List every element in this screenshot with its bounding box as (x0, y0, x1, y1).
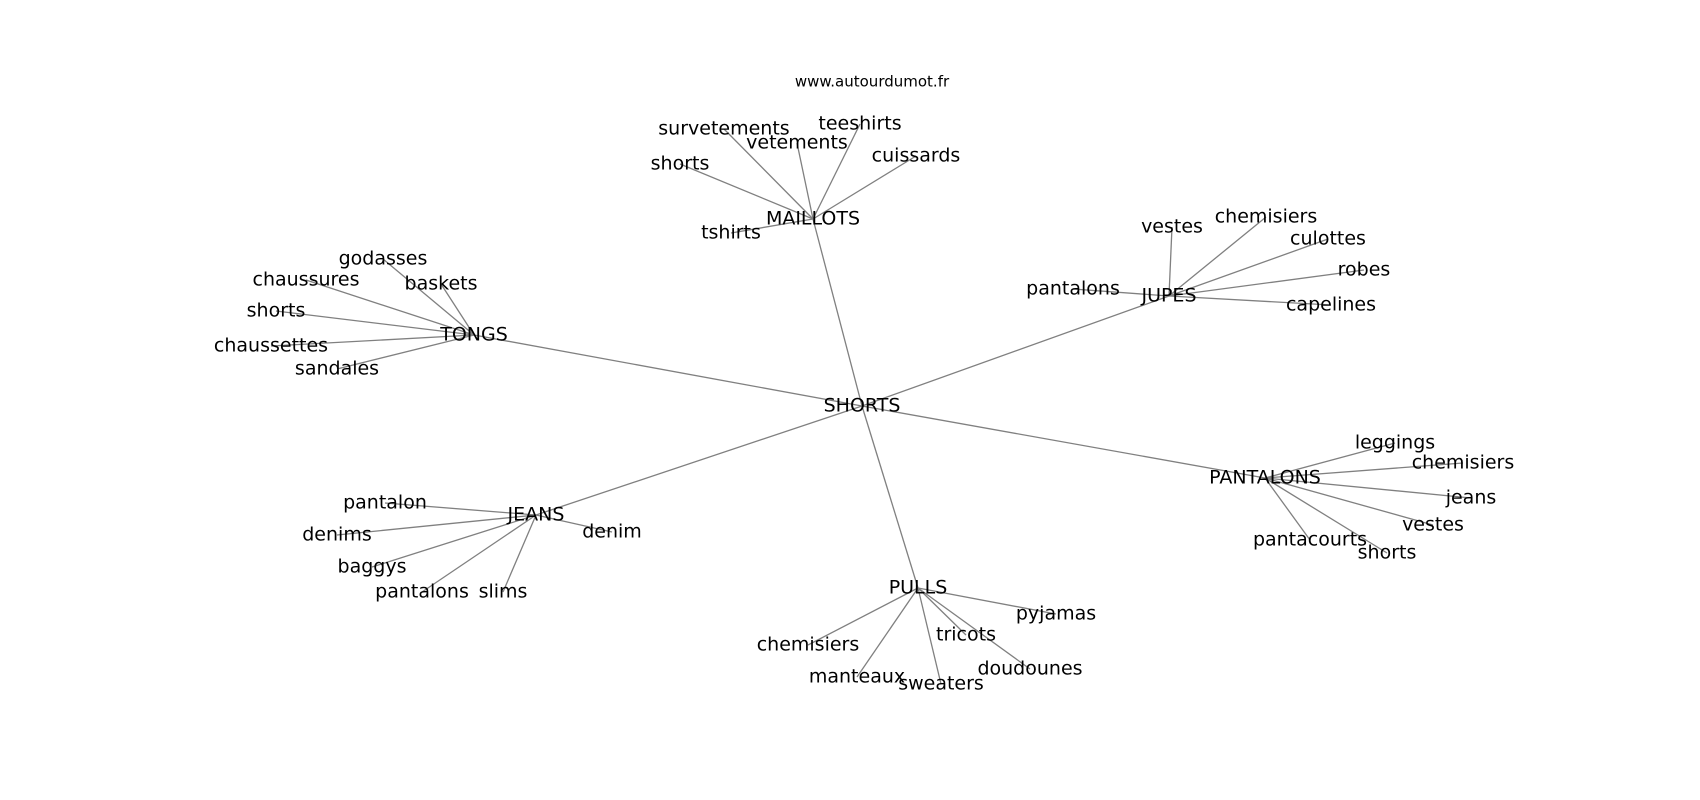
leaf-word-jeans-denims: denims (302, 524, 371, 546)
edge-pantalons-pantacourts (1264, 477, 1311, 541)
leaf-word-jeans-pantalon: pantalon (343, 492, 427, 514)
edge-pantalons-chemisiers (1264, 462, 1464, 479)
edge-pantalons-vestes (1264, 477, 1434, 526)
hub-word-pantalons: PANTALONS (1209, 467, 1321, 489)
edge-tongs-baskets (440, 283, 475, 336)
leaf-word-tongs-chaussures: chaussures (253, 269, 360, 291)
edge-pulls-manteaux (856, 587, 919, 678)
edge-pulls-sweaters (917, 587, 942, 685)
edge-jupes-culottes (1168, 238, 1329, 297)
leaf-word-jupes-pantalons: pantalons (1026, 278, 1120, 300)
edge-jupes-vestes (1168, 226, 1173, 297)
edge-center-jupes (861, 295, 1170, 407)
edge-maillots-survetements (723, 128, 814, 220)
edge-center-tongs (473, 334, 863, 407)
edge-pantalons-shorts (1264, 477, 1388, 554)
hub-word-jeans: JEANS (507, 504, 565, 526)
edge-jupes-pantalons (1072, 288, 1170, 297)
leaf-word-jupes-robes: robes (1338, 259, 1391, 281)
edge-jeans-denims (336, 514, 537, 536)
edge-maillots-vetements (796, 142, 814, 220)
leaf-word-pantalons-pantacourts: pantacourts (1253, 529, 1367, 551)
leaf-word-maillots-tshirts: tshirts (701, 222, 761, 244)
edge-jeans-denim (535, 514, 613, 533)
leaf-word-jupes-chemisiers: chemisiers (1215, 206, 1318, 228)
leaf-word-jeans-slims: slims (479, 581, 528, 603)
leaf-word-pulls-doudounes: doudounes (977, 658, 1082, 680)
edge-tongs-chaussettes (270, 334, 475, 347)
edge-pantalons-leggings (1264, 442, 1396, 479)
edge-jeans-pantalons (421, 514, 537, 593)
edge-center-maillots (812, 218, 863, 407)
leaf-word-jeans-denim: denim (582, 521, 642, 543)
edges-layer (270, 123, 1472, 685)
edge-center-pulls (861, 405, 919, 589)
edge-jupes-robes (1168, 269, 1365, 297)
edge-tongs-shorts (275, 310, 475, 336)
edge-jupes-capelines (1168, 295, 1332, 306)
hub-word-tongs: TONGS (439, 324, 508, 346)
labels-layer: www.autourdumot.fr SHORTS MAILLOTS survet… (214, 73, 1514, 695)
edge-center-jeans (535, 405, 863, 516)
leaf-word-maillots-cuissards: cuissards (872, 145, 961, 167)
leaf-word-pulls-pyjamas: pyjamas (1016, 603, 1096, 625)
leaf-word-pulls-manteaux: manteaux (809, 666, 905, 688)
edge-jeans-pantalon (384, 502, 537, 516)
hub-word-jupes: JUPES (1140, 285, 1196, 307)
leaf-word-jeans-pantalons: pantalons (375, 581, 469, 603)
edge-pulls-pyjamas (917, 587, 1057, 615)
hub-word-pulls: PULLS (889, 577, 948, 599)
leaf-word-pantalons-shorts: shorts (1358, 542, 1417, 564)
leaf-word-tongs-godasses: godasses (339, 248, 428, 270)
leaf-word-tongs-chaussettes: chaussettes (214, 335, 328, 357)
leaf-word-pantalons-vestes: vestes (1402, 514, 1464, 536)
leaf-word-pantalons-jeans: jeans (1445, 487, 1497, 509)
leaf-word-tongs-baskets: baskets (405, 273, 478, 295)
leaf-word-pantalons-chemisiers: chemisiers (1412, 452, 1515, 474)
leaf-word-pantalons-leggings: leggings (1355, 432, 1435, 454)
edge-tongs-chaussures (305, 279, 475, 336)
leaf-word-pulls-tricots: tricots (936, 624, 996, 646)
leaf-word-pulls-sweaters: sweaters (898, 673, 984, 695)
edge-maillots-tshirts (730, 218, 814, 234)
leaf-word-jupes-vestes: vestes (1141, 216, 1203, 238)
leaf-word-pulls-chemisiers: chemisiers (757, 634, 860, 656)
leaf-word-jupes-culottes: culottes (1290, 228, 1366, 250)
edge-tongs-godasses (382, 258, 475, 336)
leaf-word-maillots-vetements: vetements (746, 132, 848, 154)
leaf-word-maillots-shorts: shorts (651, 153, 710, 175)
leaf-word-jupes-capelines: capelines (1286, 294, 1376, 316)
hub-word-maillots: MAILLOTS (766, 208, 860, 230)
edge-pulls-chemisiers (807, 587, 919, 646)
edge-maillots-teeshirts (812, 123, 861, 220)
leaf-word-tongs-shorts: shorts (247, 300, 306, 322)
edge-pantalons-jeans (1264, 477, 1472, 499)
edge-jeans-slims (502, 514, 537, 593)
edge-jupes-chemisiers (1168, 216, 1267, 297)
center-word: SHORTS (824, 395, 901, 417)
edge-pulls-doudounes (917, 587, 1031, 670)
edge-jeans-baggys (371, 514, 537, 568)
edge-pulls-tricots (917, 587, 967, 636)
leaf-word-jeans-baggys: baggys (338, 556, 407, 578)
leaf-word-maillots-survetements: survetements (658, 118, 789, 140)
edge-tongs-sandales (336, 334, 475, 370)
edge-center-pantalons (861, 405, 1266, 479)
leaf-word-tongs-sandales: sandales (295, 358, 379, 380)
source-label: www.autourdumot.fr (795, 73, 950, 91)
leaf-word-maillots-teeshirts: teeshirts (818, 113, 901, 135)
edge-maillots-cuissards (812, 155, 917, 220)
edge-maillots-shorts (679, 163, 814, 220)
